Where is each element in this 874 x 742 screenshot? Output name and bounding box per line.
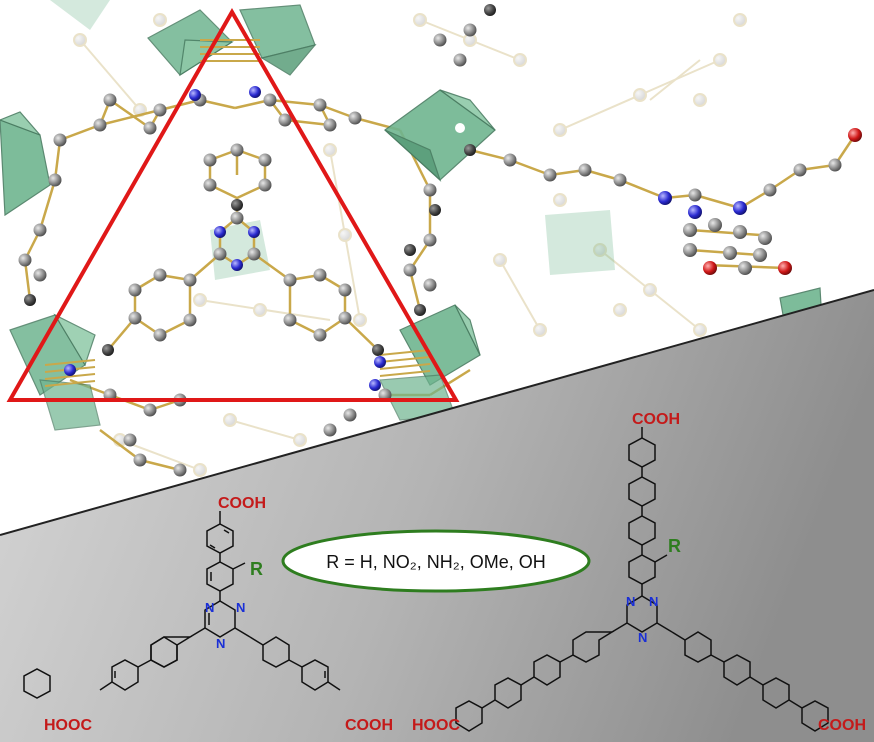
ligand-large-left-hooc: HOOC bbox=[412, 717, 460, 734]
ligand-small-labels: COOH R N N N HOOC COOH bbox=[44, 495, 393, 734]
panel-edge bbox=[0, 289, 874, 536]
ligand-small-top-cooh: COOH bbox=[218, 495, 266, 512]
ligand-large-top-cooh: COOH bbox=[632, 411, 680, 428]
nitrogen-atoms bbox=[64, 86, 747, 391]
dark-carbon-atoms bbox=[24, 4, 496, 356]
ligand-large-n1: N bbox=[626, 594, 635, 609]
oxygen-atoms bbox=[703, 128, 862, 275]
ligand-large-n2: N bbox=[649, 594, 658, 609]
ligand-small-n1: N bbox=[205, 600, 214, 615]
ligand-large-structure bbox=[455, 427, 829, 732]
ligand-large-labels: COOH R N N N HOOC COOH bbox=[412, 411, 866, 734]
r-group-text: R = H, NO₂, NH₂, OMe, OH bbox=[326, 552, 546, 572]
ligand-panel-background bbox=[0, 290, 874, 742]
ligand-small-left-hooc: HOOC bbox=[44, 717, 92, 734]
polyhedron-bottom-right bbox=[379, 304, 481, 421]
ligand-small-n2: N bbox=[236, 600, 245, 615]
ligand-large-n3: N bbox=[638, 630, 647, 645]
r-group-ellipse bbox=[281, 529, 591, 593]
ligand-large-r-label: R bbox=[668, 536, 681, 556]
ligand-small-n3: N bbox=[216, 636, 225, 651]
background-polyhedra bbox=[50, 0, 615, 280]
ligand-small-structure bbox=[23, 511, 341, 699]
ligand-small-r-label: R bbox=[250, 559, 263, 579]
ligand-small-right-cooh: COOH bbox=[345, 717, 393, 734]
ligand-large-right-cooh: COOH bbox=[818, 717, 866, 734]
background-framework bbox=[73, 13, 747, 477]
polyhedron-left bbox=[0, 111, 51, 217]
crystal-structure bbox=[0, 0, 862, 477]
polyhedron-right bbox=[384, 89, 496, 182]
pore-triangle-outline bbox=[6, 7, 460, 402]
r-group-callout: R = H, NO₂, NH₂, OMe, OH bbox=[281, 529, 591, 593]
